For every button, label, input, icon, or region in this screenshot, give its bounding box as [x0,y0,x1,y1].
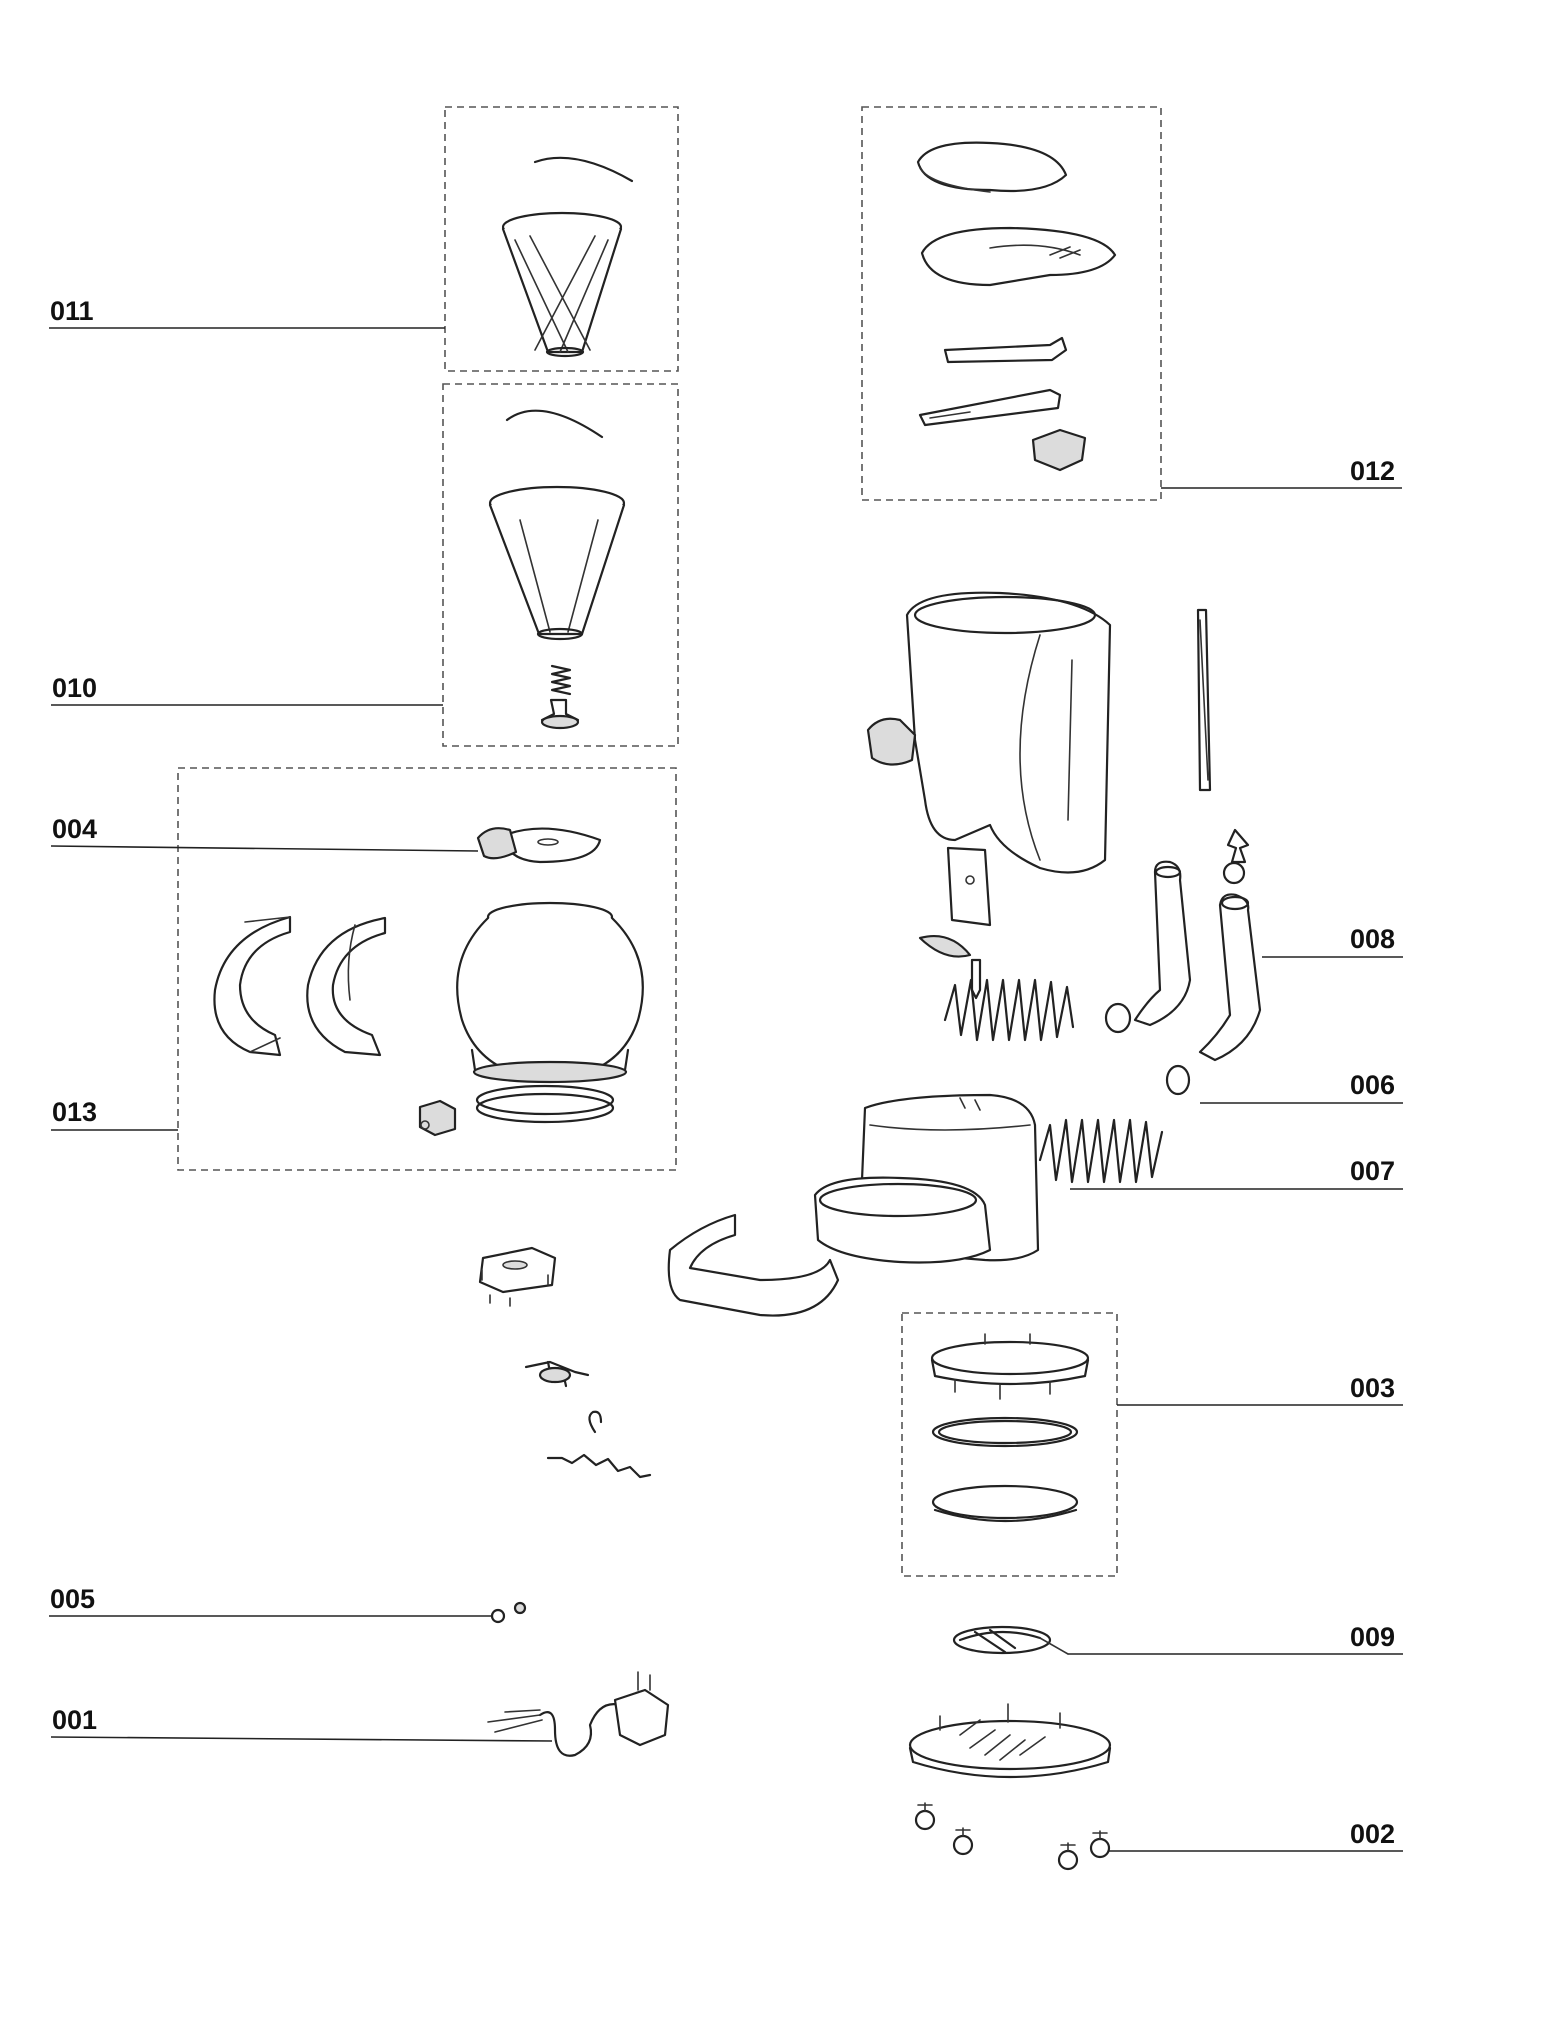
callout-008: 008 [1262,924,1403,958]
filter-clip-wire [533,156,634,183]
drip-stop-spring [550,664,572,696]
spring-lower [1038,1118,1164,1184]
front-trim-panel [667,1213,840,1317]
group-box-013 [177,767,677,1171]
part-013-carafe-set [213,901,644,1137]
silicone-tube-lower [1198,893,1262,1062]
group-box-010 [442,383,679,747]
bottom-plate [908,1703,1112,1779]
water-lid [916,141,1068,193]
tube-clamp-ring-a [1104,1002,1132,1034]
spreader-arm [943,336,1068,364]
callout-label-011: 011 [50,296,94,326]
carafe-clamp-ring [475,1084,615,1116]
callout-013: 013 [51,1097,178,1131]
part-011-filter-set [501,156,634,358]
part-008-water-tubes [1104,860,1262,1096]
part-004-carafe-lid [476,827,602,864]
check-valve-head [1226,828,1250,864]
callout-label-003: 003 [1350,1373,1395,1403]
leaf-clip [918,934,972,958]
warming-knob [866,717,917,766]
power-cable [538,1703,622,1757]
power-plug [613,1688,670,1747]
callout-005: 005 [49,1584,494,1617]
callout-label-005: 005 [50,1584,95,1614]
callout-006: 006 [1200,1070,1403,1104]
foot-3 [1057,1842,1079,1871]
callout-009: 009 [1068,1622,1403,1655]
foot-1 [914,1802,936,1831]
part-002-rubber-feet [914,1802,1111,1871]
check-valve-ball [1222,861,1246,885]
lever-arm [918,388,1062,427]
part-003-warming-plate-set [930,1333,1090,1523]
callout-label-008: 008 [1350,924,1395,954]
callout-label-007: 007 [1350,1156,1395,1186]
part-007-springs [943,978,1164,1184]
callout-003: 003 [1117,1373,1403,1406]
holder-clip-wire [505,409,604,439]
callout-004: 004 [50,814,479,852]
callout-label-006: 006 [1350,1070,1395,1100]
callout-label-013: 013 [52,1097,97,1127]
callout-label-002: 002 [1350,1819,1395,1849]
part-009-heating-element [952,1625,1069,1655]
leader-line-001 [50,1736,553,1742]
foot-2 [952,1827,974,1856]
tube-clamp-ring-b [1165,1064,1191,1096]
main-housing [866,591,1250,1000]
fuse-part [524,1360,590,1388]
carafe-handle-right [306,916,387,1057]
callout-002: 002 [1104,1819,1403,1852]
group-box-012 [861,106,1162,501]
plate-gasket [931,1416,1079,1448]
carafe-glass-bowl [456,916,644,1082]
housing-bracket [946,846,992,927]
callout-label-001: 001 [52,1705,97,1735]
foot-4 [1089,1830,1111,1859]
callout-011: 011 [49,296,445,329]
thermostat-bracket [478,1246,557,1307]
plate-frame-ring [930,1340,1090,1376]
callout-010: 010 [51,673,443,706]
callout-007: 007 [1070,1156,1403,1190]
warming-plate-housing [813,1176,992,1264]
spring-upper [943,978,1075,1042]
part-010-filter-holder [488,409,626,730]
carafe-lid-tab [476,827,518,860]
leader-line-004 [50,845,479,852]
callout-label-004: 004 [52,814,97,844]
callout-001: 001 [50,1705,553,1742]
part-012-cover-assembly [916,141,1117,472]
carafe-screw-clip [418,1099,457,1137]
callout-label-012: 012 [1350,456,1395,486]
part-005-screw-terminal [490,1601,527,1624]
warming-plate [931,1484,1079,1520]
mesh-filter-body [501,227,623,354]
callout-012: 012 [1161,456,1402,489]
part-001-power-cord [487,1671,670,1757]
group-box-011 [444,106,679,372]
reservoir-housing [905,591,1112,874]
base-housing [667,1093,1040,1317]
carafe-handle-left [213,915,292,1057]
switch-block [1031,428,1087,472]
top-cover-frame [920,226,1117,287]
carafe-base-band [472,1060,628,1084]
filter-holder-cone [488,503,626,636]
callout-label-010: 010 [52,673,97,703]
wire-clip [546,1410,652,1479]
callout-label-009: 009 [1350,1622,1395,1652]
silicone-tube-upper [1133,860,1192,1027]
